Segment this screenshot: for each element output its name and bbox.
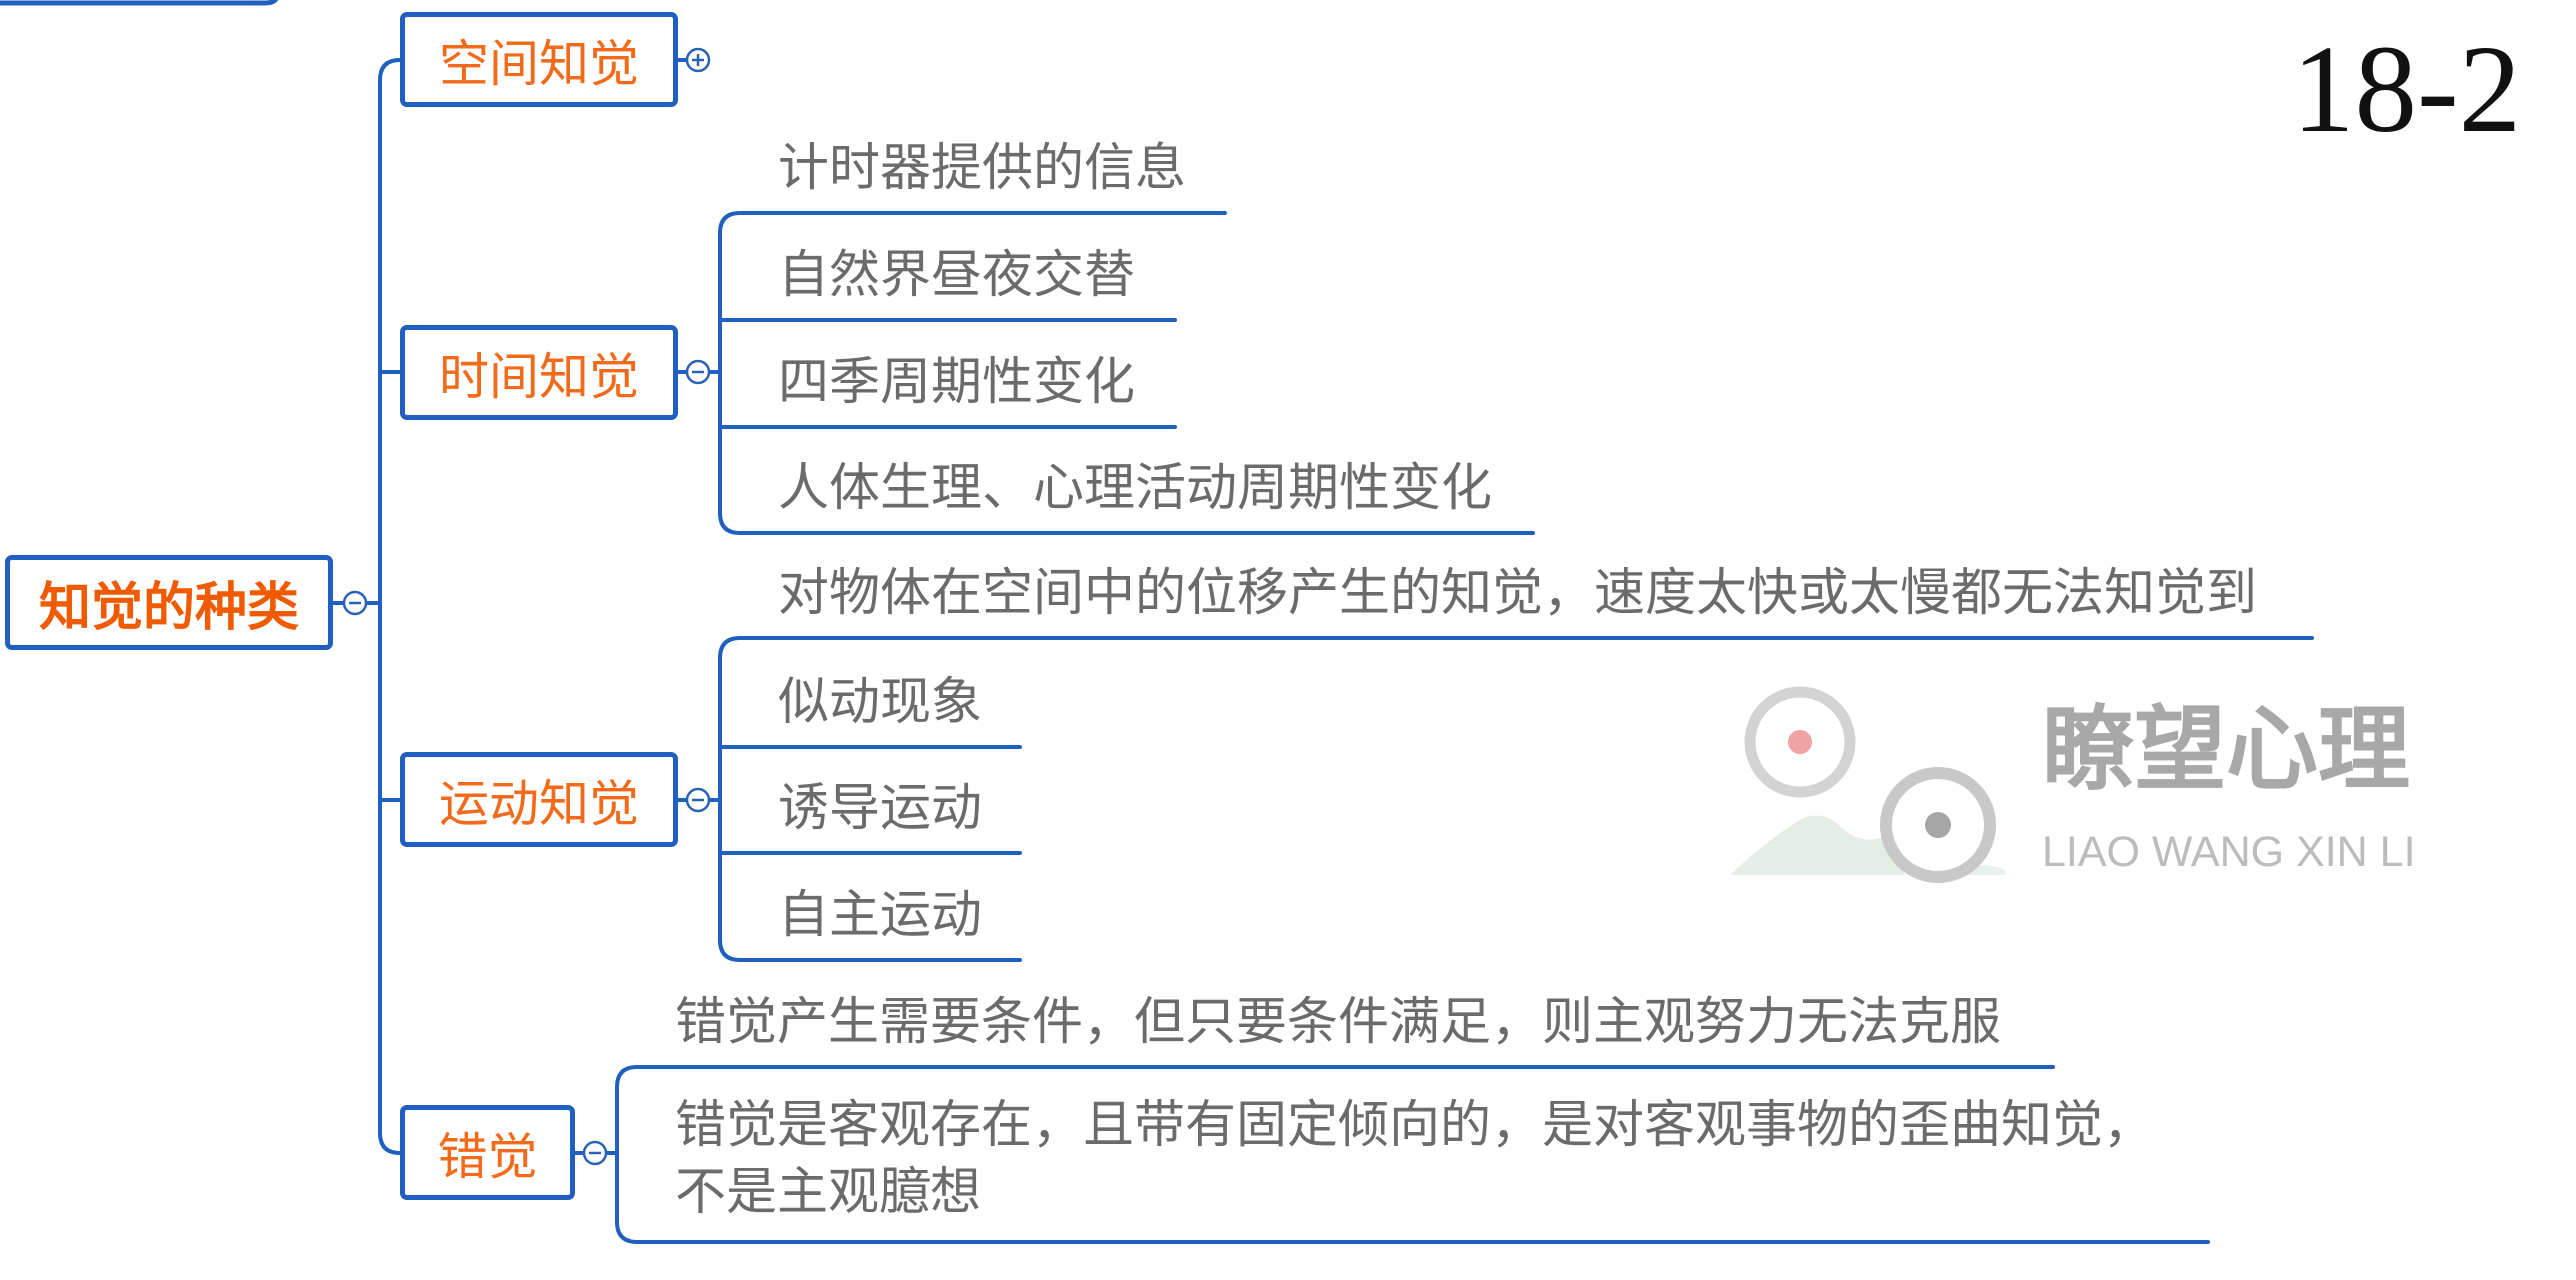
branch-node-illusion[interactable]: 错觉 xyxy=(400,1105,575,1200)
branch-label: 运动知觉 xyxy=(439,774,639,833)
branch-label: 空间知觉 xyxy=(439,34,639,93)
expand-icon[interactable] xyxy=(685,47,711,73)
subtopic-item[interactable]: 自主运动 xyxy=(778,886,983,945)
branch-label: 错觉 xyxy=(437,1127,538,1186)
branch-label: 时间知觉 xyxy=(439,347,639,406)
collapse-icon[interactable] xyxy=(582,1140,608,1166)
subtopic-item[interactable]: 错觉产生需要条件，但只要条件满足，则主观努力无法克服 xyxy=(675,993,2002,1052)
time-children-connector xyxy=(708,211,1535,535)
watermark-logo-icon xyxy=(1730,686,2005,883)
motion-children-connector xyxy=(708,636,2314,962)
page-number: 18-2 xyxy=(2292,21,2522,159)
subtopic-item[interactable]: 似动现象 xyxy=(778,673,983,732)
collapse-icon[interactable] xyxy=(342,590,368,616)
watermark-subtitle: LIAO WANG XIN LI xyxy=(2042,828,2416,876)
branch-node-time[interactable]: 时间知觉 xyxy=(400,325,678,420)
node-toggle-connector xyxy=(573,58,688,1155)
partial-node-edge xyxy=(0,0,279,6)
subtopic-item[interactable]: 对物体在空间中的位移产生的知觉，速度太快或太慢都无法知觉到 xyxy=(778,564,2258,623)
collapse-icon[interactable] xyxy=(685,787,711,813)
watermark-title: 瞭望心理 xyxy=(2042,696,2411,803)
subtopic-item[interactable]: 四季周期性变化 xyxy=(778,353,1136,412)
root-topic-node[interactable]: 知觉的种类 xyxy=(5,555,333,650)
illusion-children-connector xyxy=(605,1065,2210,1244)
main-trunk-connector xyxy=(378,58,402,1155)
branch-node-motion[interactable]: 运动知觉 xyxy=(400,752,678,847)
subtopic-item[interactable]: 人体生理、心理活动周期性变化 xyxy=(778,459,1493,518)
subtopic-item[interactable]: 错觉是客观存在，且带有固定倾向的，是对客观事物的歪曲知觉， 不是主观臆想 xyxy=(675,1096,2155,1222)
root-topic-label: 知觉的种类 xyxy=(38,578,299,638)
subtopic-item[interactable]: 自然界昼夜交替 xyxy=(778,246,1136,305)
subtopic-item[interactable]: 计时器提供的信息 xyxy=(778,139,1187,198)
branch-node-spatial[interactable]: 空间知觉 xyxy=(400,12,678,107)
subtopic-item[interactable]: 诱导运动 xyxy=(778,779,983,838)
collapse-icon[interactable] xyxy=(685,359,711,385)
